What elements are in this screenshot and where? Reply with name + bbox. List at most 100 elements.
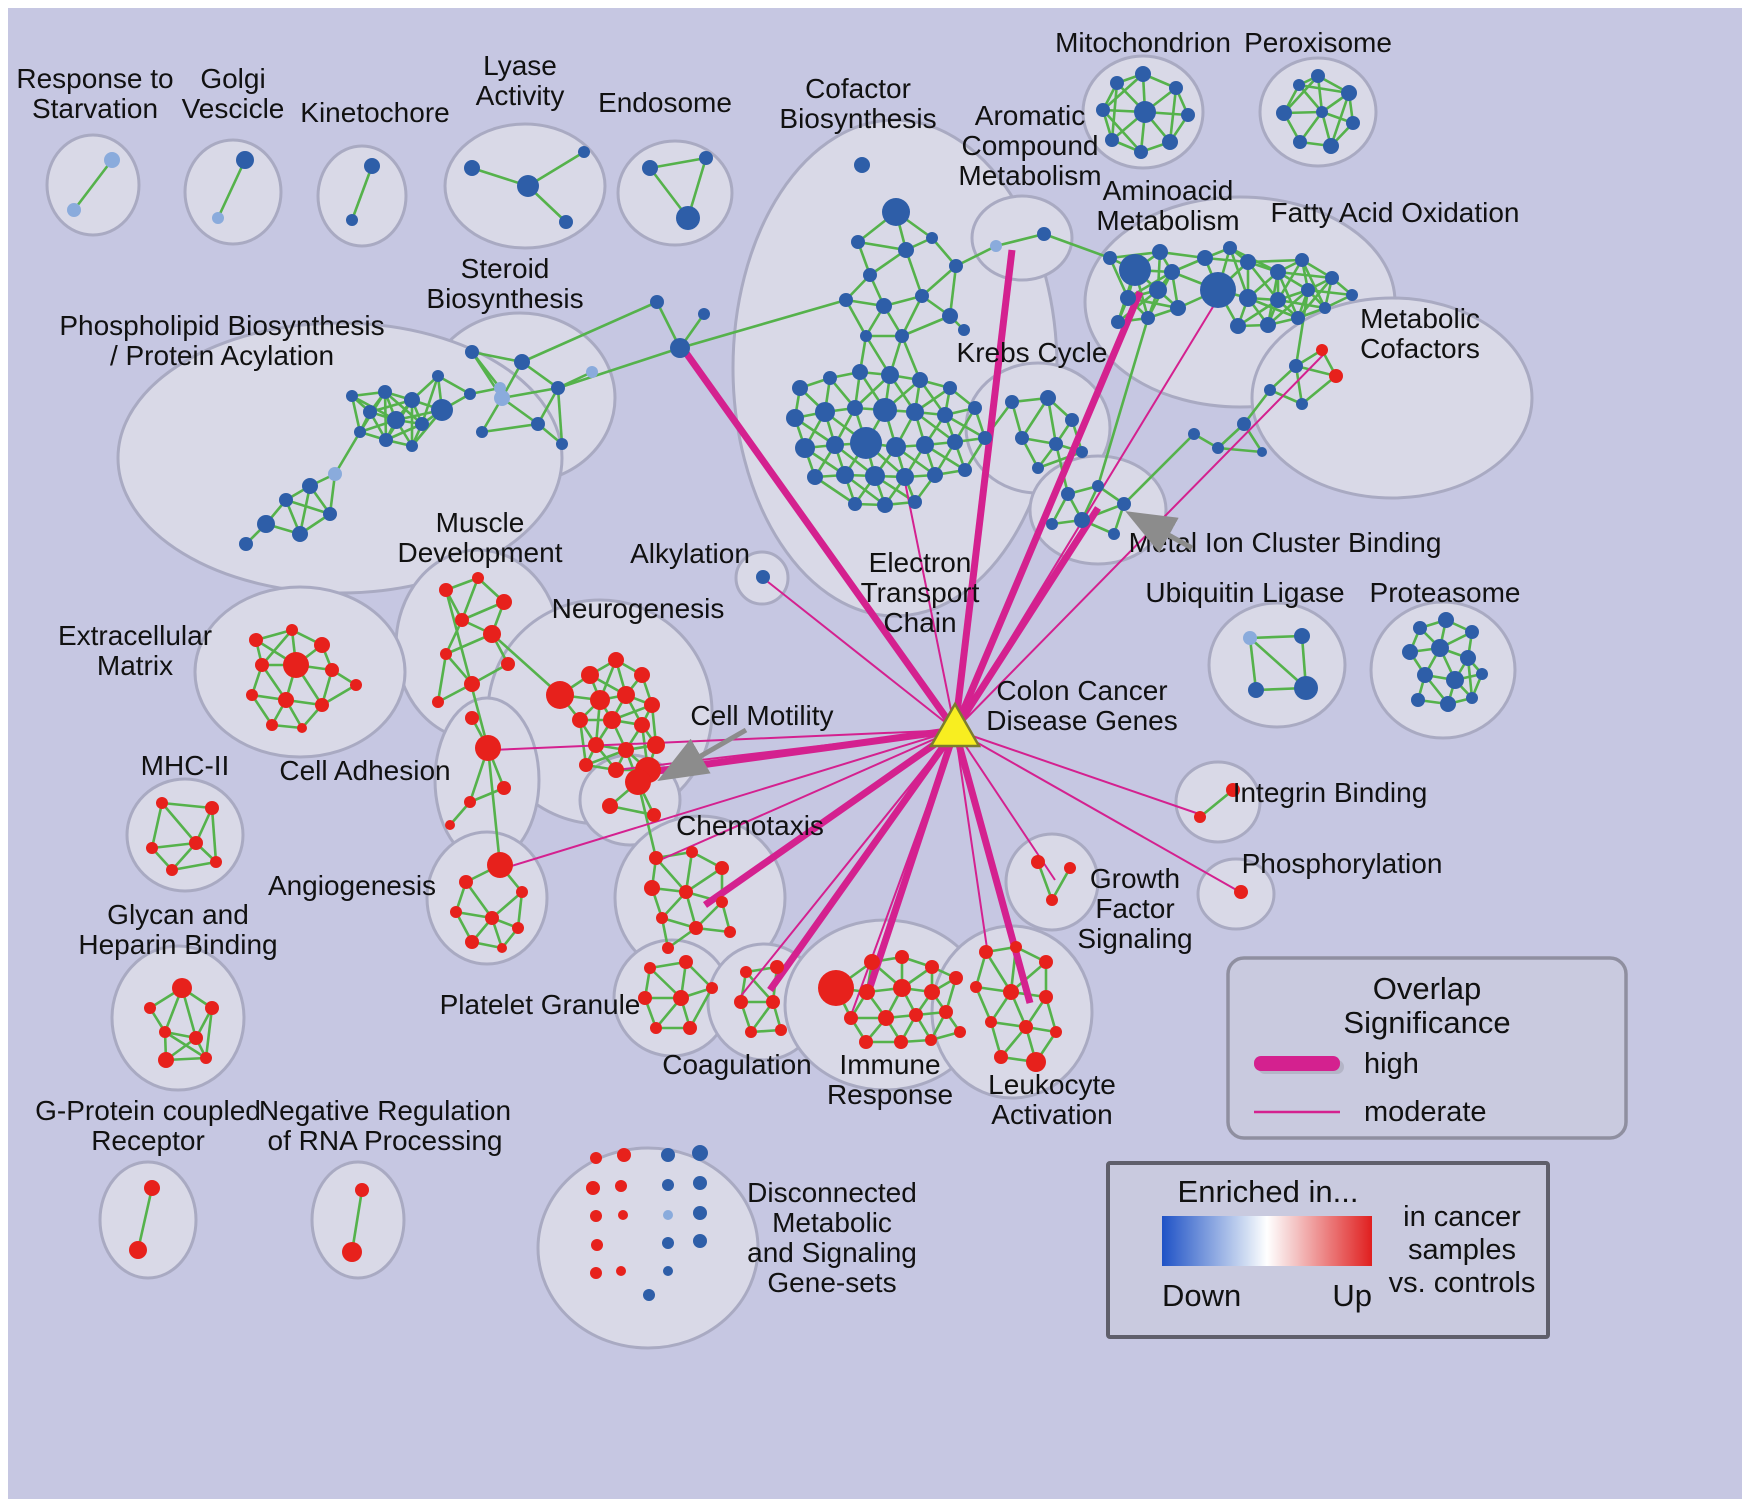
gene-set-node (1230, 318, 1246, 334)
gene-set-node (450, 906, 462, 918)
gene-set-edge (1217, 446, 1263, 454)
gene-set-node (1046, 894, 1058, 906)
gene-set-node (826, 436, 844, 454)
gene-set-edge (216, 159, 247, 219)
gene-set-node (990, 240, 1002, 252)
gene-set-edge (350, 395, 362, 433)
gene-set-edge (521, 300, 658, 364)
gene-set-edge (1199, 788, 1234, 819)
gene-set-edge (900, 295, 924, 337)
gene-set-node (634, 667, 650, 683)
gene-set-node (943, 381, 957, 395)
gene-set-edge (556, 387, 564, 445)
gene-set-node (745, 1026, 757, 1038)
gene-set-node (1111, 315, 1125, 329)
gene-set-node (355, 1183, 369, 1197)
gene-set-node (432, 696, 444, 708)
cluster-bubble-glycan-heparin-binding (110, 944, 246, 1092)
gene-set-node (1074, 512, 1090, 528)
up-label: Up (1332, 1278, 1372, 1313)
gene-set-edge (384, 391, 423, 425)
gene-set-node (146, 842, 158, 854)
gene-set-edge (1294, 289, 1310, 367)
gene-set-node (937, 407, 953, 423)
overlap-edge-moderate (954, 729, 989, 956)
gene-set-edge (420, 375, 440, 425)
gene-set-node (979, 945, 993, 959)
gene-set-edge (333, 431, 362, 475)
gene-set-node (617, 686, 635, 704)
cluster-bubble-ubiquitin-ligase (1207, 601, 1347, 729)
gene-set-node (1105, 133, 1119, 147)
gene-set-edge (1301, 374, 1337, 406)
gene-set-node (877, 497, 893, 513)
gene-set-node (1169, 81, 1183, 95)
gene-set-edge (1123, 433, 1195, 505)
gene-set-edge (204, 1007, 214, 1059)
gene-set-node (1319, 302, 1331, 314)
gene-set-node (559, 215, 573, 229)
gene-set-node (156, 797, 168, 809)
gene-set-node (886, 437, 906, 457)
high-label: high (1364, 1048, 1419, 1080)
gene-set-node (649, 851, 663, 865)
cluster-bubble-mhc-ii (125, 777, 245, 893)
gene-set-edge (1249, 637, 1307, 689)
gene-set-node (1103, 251, 1117, 265)
cell-motility-pointer (657, 727, 748, 781)
gene-set-node (693, 1206, 707, 1220)
gene-set-node (257, 515, 275, 533)
gene-set-node (445, 820, 455, 830)
gene-set-node (692, 1145, 708, 1161)
gene-set-node (1346, 289, 1358, 301)
label-mitochondrion: Mitochondrion (1055, 27, 1231, 58)
overlap-edge-moderate (954, 729, 1056, 881)
gene-set-edge (464, 881, 494, 919)
gene-set-node (1134, 145, 1148, 159)
gene-set-node (465, 711, 479, 725)
gene-set-node (949, 971, 963, 985)
label-chemotaxis: Chemotaxis (676, 810, 824, 841)
gene-set-edge (685, 866, 723, 894)
gene-set-node (590, 1152, 602, 1164)
gene-set-node (315, 698, 329, 712)
gene-set-node (618, 742, 634, 758)
gene-set-node (1257, 447, 1267, 457)
gene-set-node (572, 712, 588, 728)
gene-set-node (581, 666, 599, 684)
gene-set-node (823, 371, 837, 385)
overlap-edge-moderate (735, 729, 956, 1003)
gene-set-node (1438, 612, 1454, 628)
gene-set-node (556, 438, 568, 450)
label-cell-motility: Cell Motility (690, 700, 833, 731)
gene-set-node (590, 1267, 602, 1279)
gene-set-edge (649, 156, 707, 170)
gene-set-node (494, 382, 506, 394)
gene-set-node (716, 896, 728, 908)
gene-set-node (1237, 417, 1251, 431)
gene-set-node (893, 979, 911, 997)
gene-set-node (1120, 290, 1136, 306)
gene-set-node (679, 885, 693, 899)
gene-set-node (912, 372, 928, 388)
gene-set-node (1323, 138, 1339, 154)
gene-set-node (302, 478, 318, 494)
gene-set-node (1260, 317, 1276, 333)
gene-set-edge (655, 857, 687, 893)
gene-set-node (634, 717, 650, 733)
gene-set-node (1040, 390, 1056, 406)
gene-set-node (1031, 855, 1045, 869)
gene-set-node (661, 1148, 675, 1162)
gene-set-edge (557, 346, 681, 390)
gene-set-node (387, 411, 405, 429)
gene-set-edge (72, 159, 114, 211)
gene-set-edge (1267, 289, 1309, 326)
gene-set-node (497, 781, 511, 795)
gene-set-edge (161, 802, 197, 844)
gene-set-node (1049, 437, 1063, 451)
gene-set-node (978, 431, 992, 445)
